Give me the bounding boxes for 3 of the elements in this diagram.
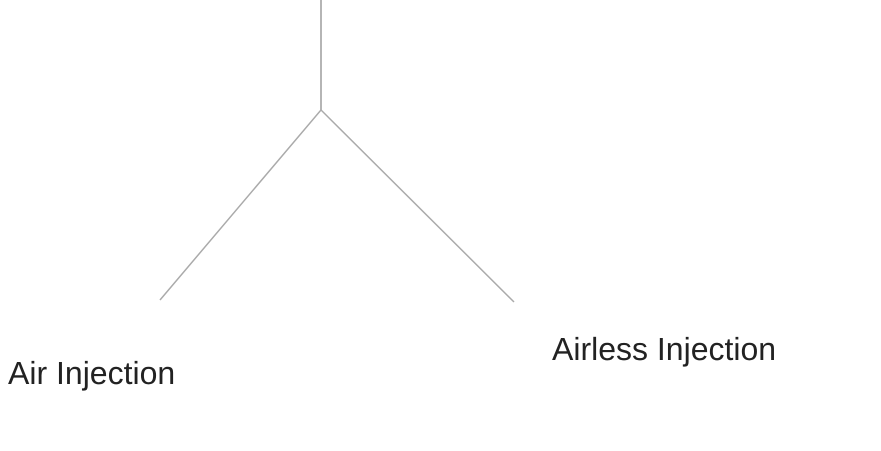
connector-line xyxy=(320,0,515,303)
branch-label: Airless Injection xyxy=(552,326,872,372)
branch-label: Air Injection xyxy=(8,350,208,396)
